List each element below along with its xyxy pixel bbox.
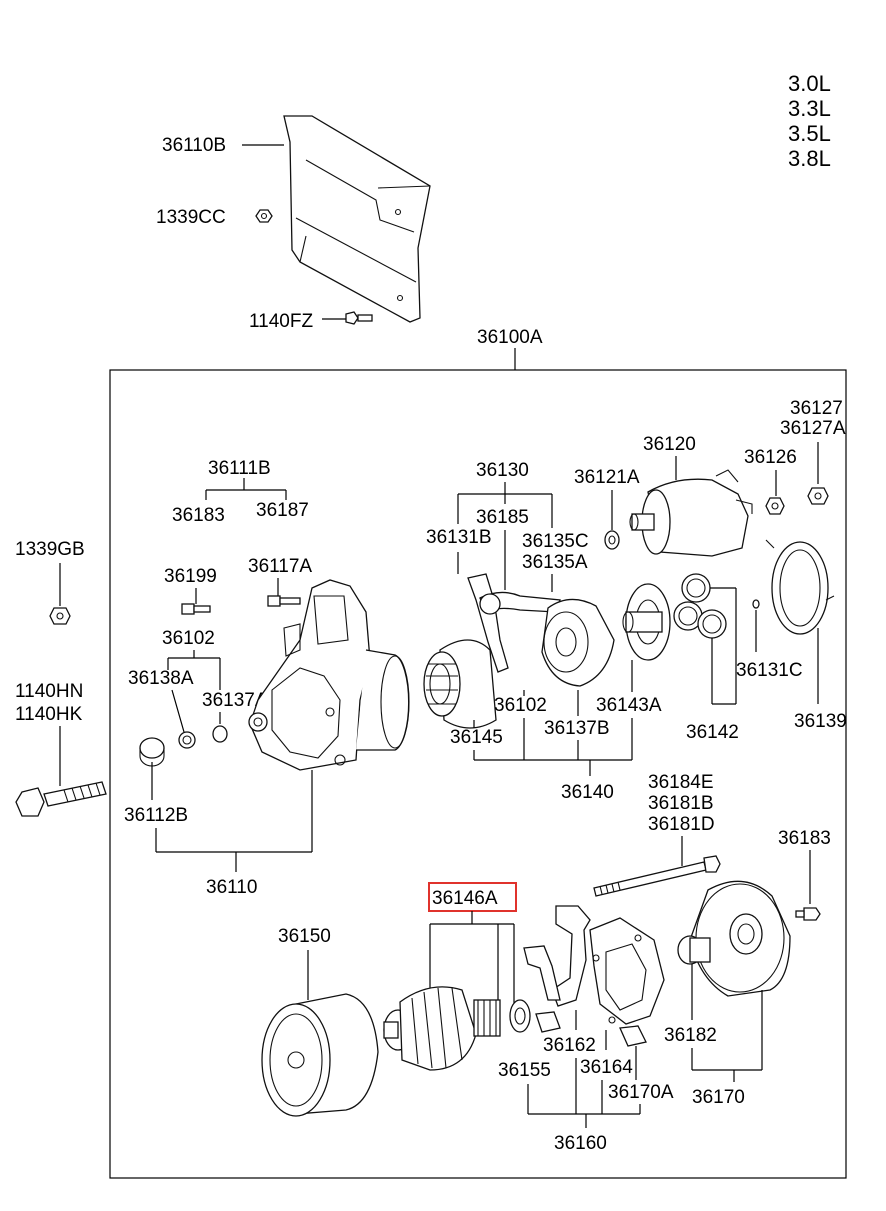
label-1140HN[interactable]: 1140HN [15, 681, 83, 702]
label-36146A[interactable]: 36146A [432, 888, 498, 909]
engine-variant-1: 3.0L [788, 71, 831, 96]
label-36162[interactable]: 36162 [543, 1035, 596, 1056]
label-36139[interactable]: 36139 [794, 711, 847, 732]
screw-36183[interactable] [795, 907, 821, 921]
label-36138A[interactable]: 36138A [128, 668, 194, 689]
label-36126[interactable]: 36126 [744, 447, 797, 468]
solenoid-36120[interactable] [629, 469, 753, 557]
label-36127[interactable]: 36127 [790, 398, 843, 419]
label-36183-lower[interactable]: 36183 [778, 828, 831, 849]
nut-36127[interactable] [807, 487, 829, 505]
front-housing-part[interactable] [248, 579, 410, 771]
label-36100A[interactable]: 36100A [477, 327, 543, 348]
nut-1339GB[interactable] [49, 607, 71, 625]
label-36102-left[interactable]: 36102 [162, 628, 215, 649]
label-36131B[interactable]: 36131B [426, 527, 492, 548]
label-36145[interactable]: 36145 [450, 727, 503, 748]
label-1339CC[interactable]: 1339CC [156, 207, 226, 228]
label-36187[interactable]: 36187 [256, 500, 309, 521]
label-36111B[interactable]: 36111B [208, 458, 271, 479]
label-36185[interactable]: 36185 [476, 507, 529, 528]
engine-variant-3: 3.5L [788, 121, 831, 146]
pinion-clutch-36145[interactable] [423, 639, 497, 729]
label-36181D[interactable]: 36181D [648, 814, 715, 835]
lever-36130[interactable] [467, 573, 561, 673]
screw-36117A[interactable] [267, 595, 301, 607]
label-36183-upper[interactable]: 36183 [172, 505, 225, 526]
label-36170[interactable]: 36170 [692, 1087, 745, 1108]
label-36199[interactable]: 36199 [164, 566, 217, 587]
planet-gears-36142[interactable] [673, 573, 727, 639]
label-36143A[interactable]: 36143A [596, 695, 662, 716]
washer-36121A[interactable] [604, 530, 620, 550]
bushing-36112B[interactable] [139, 737, 165, 767]
label-36131C[interactable]: 36131C [736, 660, 803, 681]
nut-1339CC[interactable] [255, 209, 273, 223]
label-36135A[interactable]: 36135A [522, 552, 588, 573]
label-36127A[interactable]: 36127A [780, 418, 846, 439]
label-36182[interactable]: 36182 [664, 1025, 717, 1046]
screw-36199[interactable] [181, 603, 211, 615]
label-36184E[interactable]: 36184E [648, 772, 714, 793]
engine-variant-2: 3.3L [788, 96, 831, 121]
label-36120[interactable]: 36120 [643, 434, 696, 455]
label-36137A[interactable]: 36137A [202, 690, 268, 711]
label-36117A[interactable]: 36117A [248, 556, 312, 577]
cover-ring-36139[interactable] [765, 539, 835, 635]
label-36170A[interactable]: 36170A [608, 1082, 674, 1103]
yoke-36150[interactable] [261, 993, 379, 1117]
bolt-1140FZ[interactable] [345, 311, 373, 325]
internal-gear-36137B[interactable] [541, 598, 615, 687]
label-36130[interactable]: 36130 [476, 460, 529, 481]
engine-variant-4: 3.8L [788, 146, 831, 171]
label-36142[interactable]: 36142 [686, 722, 739, 743]
label-36102-middle[interactable]: 36102 [494, 695, 547, 716]
label-36164[interactable]: 36164 [580, 1057, 633, 1078]
rear-cover-36170[interactable] [677, 880, 791, 997]
label-36110[interactable]: 36110 [206, 877, 257, 898]
armature-36146A[interactable] [383, 986, 531, 1071]
label-36137B[interactable]: 36137B [544, 718, 610, 739]
label-1140HK[interactable]: 1140HK [15, 704, 83, 725]
nut-36126[interactable] [765, 497, 785, 515]
planet-shaft-36143A[interactable] [622, 583, 671, 661]
label-36150[interactable]: 36150 [278, 926, 331, 947]
label-1339GB[interactable]: 1339GB [15, 539, 85, 560]
label-36140[interactable]: 36140 [561, 782, 614, 803]
washer-36137A[interactable] [212, 725, 228, 743]
label-36110B[interactable]: 36110B [162, 135, 226, 156]
label-36155[interactable]: 36155 [498, 1060, 551, 1081]
label-36160[interactable]: 36160 [554, 1133, 607, 1154]
heat-shield-part[interactable] [283, 115, 431, 323]
starter-assembly-box [109, 369, 847, 1179]
label-36135C[interactable]: 36135C [522, 531, 589, 552]
through-bolt-36181B[interactable] [593, 855, 721, 897]
brush-holder-36160[interactable] [523, 905, 665, 1047]
bolt-1140HN[interactable] [15, 781, 107, 817]
washer-36138A[interactable] [178, 731, 196, 749]
ring-36131C[interactable] [752, 599, 760, 609]
label-36112B[interactable]: 36112B [124, 805, 188, 826]
label-36181B[interactable]: 36181B [648, 793, 714, 814]
label-36121A[interactable]: 36121A [574, 467, 640, 488]
engine-variant-list: 3.0L 3.3L 3.5L 3.8L [788, 71, 831, 171]
label-1140FZ[interactable]: 1140FZ [249, 311, 313, 332]
